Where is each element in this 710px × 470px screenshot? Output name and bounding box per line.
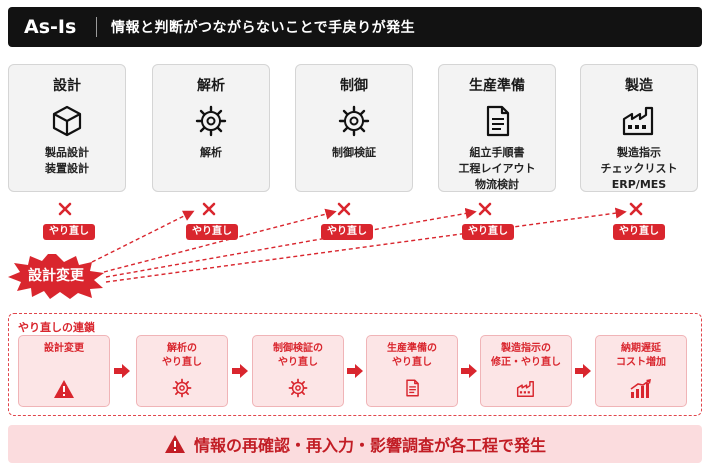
chain-step: 設計変更 — [18, 335, 110, 407]
process-name: 制御 — [340, 78, 368, 94]
trigger-label: 設計変更 — [28, 268, 84, 284]
burst-shape — [8, 254, 104, 299]
arrow-to-analysis — [91, 210, 195, 263]
chain-step-label: 製造指示の 修正・やり直し — [491, 343, 561, 368]
x-mark-icon — [478, 202, 492, 216]
arrow-to-manufacturing — [105, 207, 627, 283]
chain-step-label: 生産準備の やり直し — [387, 343, 437, 368]
design-change-burst: 設計変更 — [6, 253, 106, 299]
chain-step: 解析の やり直し — [136, 335, 228, 407]
process-desc-line: 製品設計 — [45, 146, 89, 159]
process-desc-line: 物流検討 — [475, 178, 519, 191]
factory-icon — [516, 381, 534, 397]
chain-arrow-icon — [114, 364, 130, 378]
chain-title: やり直しの連鎖 — [18, 321, 95, 334]
gear-icon — [195, 105, 227, 137]
process-name: 解析 — [197, 78, 225, 94]
state-tag: As-Is — [24, 16, 77, 38]
rework-badge: やり直し — [613, 224, 665, 240]
rework-badge: やり直し — [321, 224, 373, 240]
gear-icon — [172, 378, 192, 398]
process-desc-line: 製造指示 — [617, 146, 661, 159]
document-icon — [406, 379, 419, 397]
process-name: 製造 — [625, 78, 653, 94]
rework-badge: やり直し — [462, 224, 514, 240]
chain-step-label: 納期遅延 コスト増加 — [616, 343, 666, 368]
gear-icon — [338, 105, 370, 137]
arrow-to-control — [103, 208, 337, 273]
impact-banner: 情報の再確認・再入力・影響調査が各工程で発生 — [8, 425, 702, 463]
process-desc-line: 組立手順書 — [469, 146, 525, 159]
banner-text: 情報の再確認・再入力・影響調査が各工程で発生 — [193, 436, 546, 455]
chain-arrow-icon — [575, 364, 591, 378]
process-name: 設計 — [53, 78, 81, 94]
document-icon — [486, 105, 510, 137]
chain-arrow-icon — [461, 364, 477, 378]
chain-step: 制御検証の やり直し — [252, 335, 344, 407]
chain-step: 製造指示の 修正・やり直し — [480, 335, 572, 407]
cube-icon — [52, 105, 82, 137]
rework-badge: やり直し — [43, 224, 95, 240]
chain-step-label: 制御検証の やり直し — [273, 343, 323, 368]
process-card-design: 設計 製品設計 装置設計 — [8, 64, 126, 192]
header-bar: As-Is 情報と判断がつながらないことで手戻りが発生 — [8, 7, 702, 47]
header-divider — [96, 17, 97, 37]
chain-step: 納期遅延 コスト増加 — [595, 335, 687, 407]
x-mark-icon — [337, 202, 351, 216]
process-card-production-prep: 生産準備 組立手順書 工程レイアウト 物流検討 — [438, 64, 556, 192]
process-desc-line: ERP/MES — [611, 178, 667, 191]
gear-icon — [288, 378, 308, 398]
chain-step-label: 設計変更 — [44, 343, 84, 354]
factory-icon — [622, 106, 654, 136]
process-desc-line: 装置設計 — [45, 162, 89, 175]
rework-badge: やり直し — [186, 224, 238, 240]
warning-icon — [54, 380, 74, 398]
process-card-analysis: 解析 解析 — [152, 64, 270, 192]
x-mark-icon — [629, 202, 643, 216]
x-mark-icon — [202, 202, 216, 216]
warning-icon — [164, 435, 185, 453]
chain-arrow-icon — [347, 364, 363, 378]
arrow-to-production-prep — [105, 207, 477, 278]
process-desc-line: 工程レイアウト — [458, 162, 536, 175]
process-desc-line: チェックリスト — [600, 162, 678, 175]
process-card-control: 制御 制御検証 — [295, 64, 413, 192]
x-mark-icon — [58, 202, 72, 216]
chain-step-label: 解析の やり直し — [162, 343, 202, 368]
chain-step: 生産準備の やり直し — [366, 335, 458, 407]
process-name: 生産準備 — [469, 78, 525, 94]
process-desc-line: 制御検証 — [332, 146, 376, 159]
chain-arrow-icon — [232, 364, 248, 378]
header-title: 情報と判断がつながらないことで手戻りが発生 — [111, 20, 416, 36]
bar-chart-up-icon — [630, 379, 651, 398]
process-desc-line: 解析 — [200, 146, 222, 159]
process-card-manufacturing: 製造 製造指示 チェックリスト ERP/MES — [580, 64, 698, 192]
